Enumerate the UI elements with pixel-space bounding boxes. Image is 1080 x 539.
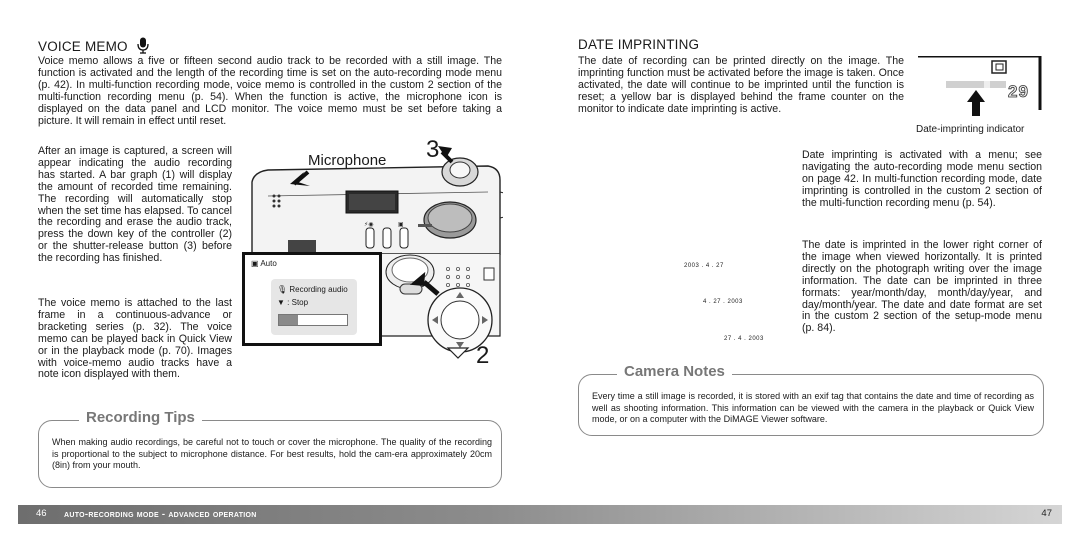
date-imprinting-format-paragraph: The date is imprinted in the lower right…: [802, 239, 1042, 335]
recording-tips-title: Recording Tips: [79, 409, 202, 426]
camera-illustration: ⚡◉ ▣: [238, 136, 509, 369]
controller-arrow: [409, 271, 426, 286]
callout-number-2: 2: [476, 342, 490, 369]
voice-memo-attachment-paragraph: The voice memo is attached to the last f…: [38, 297, 232, 381]
date-imprinting-intro: The date of recording can be printed dir…: [578, 55, 904, 115]
svg-text:▣: ▣: [398, 221, 404, 228]
recording-tips-box: Recording Tips When making audio recordi…: [38, 409, 502, 488]
date-format-ymd: 2003 . 4 . 27: [684, 263, 724, 269]
microphone-icon-small: 🎙: [277, 285, 288, 294]
date-format-dmy: 27 . 4 . 2003: [724, 336, 764, 342]
voice-memo-heading: VOICE MEMO: [38, 37, 149, 54]
camera-icon: ▣: [251, 259, 259, 268]
lcd-stop-text: ▼ : Stop: [277, 298, 309, 307]
date-format-mdy: 4 . 27 . 2003: [703, 299, 743, 305]
page-footer: 46 Auto-recording mode - advanced operat…: [18, 505, 1062, 524]
microphone-icon: [137, 37, 149, 54]
left-page-number: 46: [36, 508, 47, 519]
indicator-drawing: [918, 54, 1042, 116]
frame-counter: 29: [1008, 82, 1029, 102]
section-title: Auto-recording mode - advanced operation: [64, 509, 257, 520]
shutter-arrow: [438, 146, 452, 158]
voice-memo-intro: Voice memo allows a five or fifteen seco…: [38, 55, 502, 127]
camera-notes-text: Every time a still image is recorded, it…: [592, 391, 1034, 424]
lcd-mode: ▣ Auto: [251, 259, 277, 268]
date-imprinting-indicator-figure: 29: [918, 54, 1044, 120]
right-page-number: 47: [1041, 508, 1052, 519]
lcd-monitor: ▣ Auto 🎙 Recording audio ▼ : Stop: [242, 252, 382, 346]
microphone-holes: [272, 194, 281, 208]
lcd-recording-panel: 🎙 Recording audio ▼ : Stop: [271, 279, 357, 335]
recording-progress-bar: [278, 314, 348, 326]
date-imprinting-menu-paragraph: Date imprinting is activated with a menu…: [802, 149, 1042, 209]
voice-memo-title: VOICE MEMO: [38, 39, 128, 54]
indicator-caption: Date-imprinting indicator: [916, 124, 1025, 135]
callout-number-3: 3: [426, 136, 440, 163]
camera-notes-title: Camera Notes: [617, 363, 732, 380]
microphone-label: Microphone: [308, 152, 387, 169]
recording-progress-fill: [279, 315, 299, 325]
down-arrow-icon: ▼: [277, 298, 285, 307]
date-imprinting-title: DATE IMPRINTING: [578, 37, 700, 52]
voice-memo-recording-paragraph: After an image is captured, a screen wil…: [38, 145, 232, 265]
lcd-recording-text: 🎙 Recording audio: [277, 285, 348, 294]
recording-tips-text: When making audio recordings, be careful…: [52, 437, 492, 470]
camera-notes-box: Camera Notes Every time a still image is…: [578, 363, 1044, 436]
svg-text:⚡◉: ⚡◉: [364, 221, 373, 228]
